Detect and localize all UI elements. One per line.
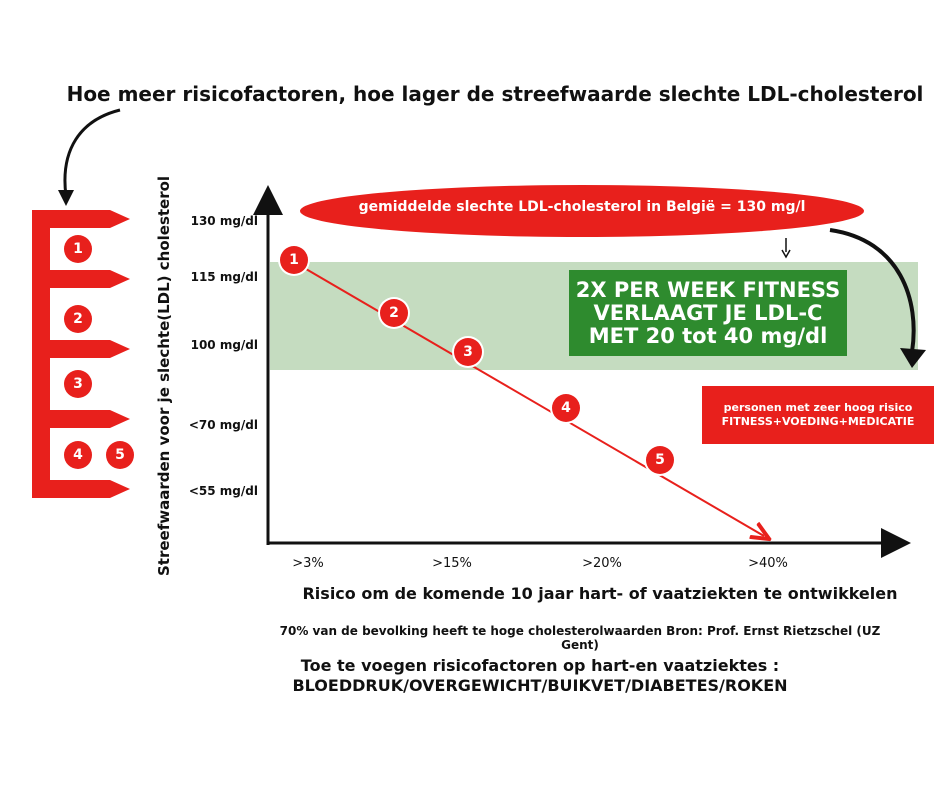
fitness-box: 2X PER WEEK FITNESS VERLAAGT JE LDL-C ME…: [569, 270, 847, 356]
fitness-line-2: VERLAAGT JE LDL-C: [593, 300, 823, 325]
x-tick: >15%: [432, 556, 472, 571]
high-risk-box: personen met zeer hoog risico FITNESS+VO…: [702, 386, 934, 444]
source-note: 70% van de bevolking heeft te hoge chole…: [279, 624, 881, 652]
risk-line: [293, 261, 764, 536]
high-risk-line-2: FITNESS+VOEDING+MEDICATIE: [721, 415, 915, 428]
y-tick: 100 mg/dl: [190, 338, 258, 352]
risk-factors: Toe te voegen risicofactoren op hart-en …: [200, 656, 880, 696]
ellipse-down-arrowhead: [781, 249, 791, 259]
risk-ladder: [32, 210, 130, 498]
title-curve-arrow: [63, 108, 121, 197]
x-tick: >3%: [292, 556, 324, 571]
ladder-arrow-5: [32, 480, 130, 498]
ladder-marker-2: 2: [64, 305, 92, 333]
risk-marker-1: 1: [280, 246, 308, 274]
ladder-marker-4: 4: [64, 441, 92, 469]
ladder-marker-5: 5: [106, 441, 134, 469]
y-tick: <70 mg/dl: [188, 418, 258, 432]
fitness-line-1: 2X PER WEEK FITNESS: [575, 277, 841, 302]
x-tick: >40%: [748, 556, 788, 571]
title-curve-arrowhead: [58, 190, 74, 206]
high-risk-curve-arrow: [829, 228, 916, 353]
risk-marker-5: 5: [646, 446, 674, 474]
x-axis-label: Risico om de komende 10 jaar hart- of va…: [302, 584, 898, 603]
high-risk-curve-arrowhead: [900, 348, 926, 368]
ladder-arrow-1: [32, 210, 130, 228]
ladder-marker-1: 1: [64, 235, 92, 263]
y-tick: <55 mg/dl: [188, 484, 258, 498]
risk-marker-2: 2: [380, 299, 408, 327]
page-title: Hoe meer risicofactoren, hoe lager de st…: [66, 82, 924, 106]
average-ellipse: [300, 185, 864, 237]
y-tick: 115 mg/dl: [190, 270, 258, 284]
risk-factors-list: BLOEDDRUK/OVERGEWICHT/BUIKVET/DIABETES/R…: [292, 676, 788, 695]
ladder-arrow-3: [32, 340, 130, 358]
fitness-line-3: MET 20 tot 40 mg/dl: [588, 323, 828, 348]
x-tick: >20%: [582, 556, 622, 571]
risk-marker-3: 3: [454, 338, 482, 366]
y-tick: 130 mg/dl: [190, 214, 258, 228]
ladder-arrow-2: [32, 270, 130, 288]
average-callout: gemiddelde slechte LDL-cholesterol in Be…: [358, 199, 806, 215]
ladder-arrow-4: [32, 410, 130, 428]
y-axis-label: Streefwaarden voor je slechte(LDL) chole…: [155, 175, 173, 576]
risk-marker-4: 4: [552, 394, 580, 422]
ladder-marker-3: 3: [64, 370, 92, 398]
high-risk-line-1: personen met zeer hoog risico: [723, 401, 913, 414]
risk-factors-heading: Toe te voegen risicofactoren op hart-en …: [300, 656, 780, 675]
